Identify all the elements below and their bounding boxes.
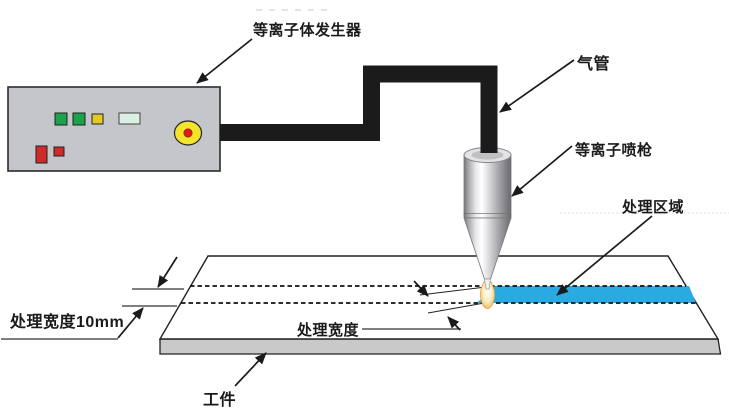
label-treatment-width-10mm: 处理宽度10mm (10, 314, 125, 331)
callout-arrows (117, 38, 653, 387)
display-screen (118, 112, 141, 125)
plasma-generator-box (7, 86, 221, 172)
switch-red-tall (35, 145, 48, 164)
arrow-plasma-gun (511, 145, 573, 197)
arrow-air-pipe (499, 59, 575, 113)
power-button-inner (183, 128, 193, 138)
gun-ring (463, 213, 512, 219)
label-air-pipe: 气管 (577, 56, 611, 73)
indicator-light-green-2 (72, 112, 86, 126)
pointer-line-lower (427, 301, 488, 314)
label-treatment-area: 处理区域 (622, 199, 685, 216)
treatment-band-dashed-lines (181, 285, 696, 304)
label-plasma-gun: 等离子喷枪 (575, 142, 653, 159)
treated-area-strip (477, 286, 696, 303)
arrow-plasma-generator (196, 38, 253, 84)
gun-cylinder (463, 154, 512, 216)
arrow-treatment-area (556, 215, 653, 296)
strip-pointer-lines (419, 285, 491, 314)
arrow-workpiece (234, 352, 267, 387)
arrow-dimension-upper (157, 256, 178, 288)
arrow-strip-short (413, 280, 429, 297)
indicator-light-yellow (91, 113, 104, 125)
workpiece-plate (158, 255, 722, 355)
pointer-line-upper (419, 285, 491, 296)
arrow-dimension-lower (117, 307, 144, 339)
air-pipe-tube (220, 65, 498, 153)
workpiece-front-face (159, 338, 722, 355)
label-workpiece: 工件 (203, 392, 237, 409)
plasma-flame (480, 278, 495, 309)
label-treatment-width: 处理宽度 (297, 322, 360, 339)
indicator-light-green-1 (54, 112, 68, 126)
label-plasma-generator: 等离子体发生器 (253, 22, 362, 39)
arrow-treatment-width (447, 316, 461, 331)
indicator-light-red (53, 146, 65, 157)
gun-nozzle-tip (484, 278, 491, 290)
width-dimension-lines (1, 288, 461, 340)
